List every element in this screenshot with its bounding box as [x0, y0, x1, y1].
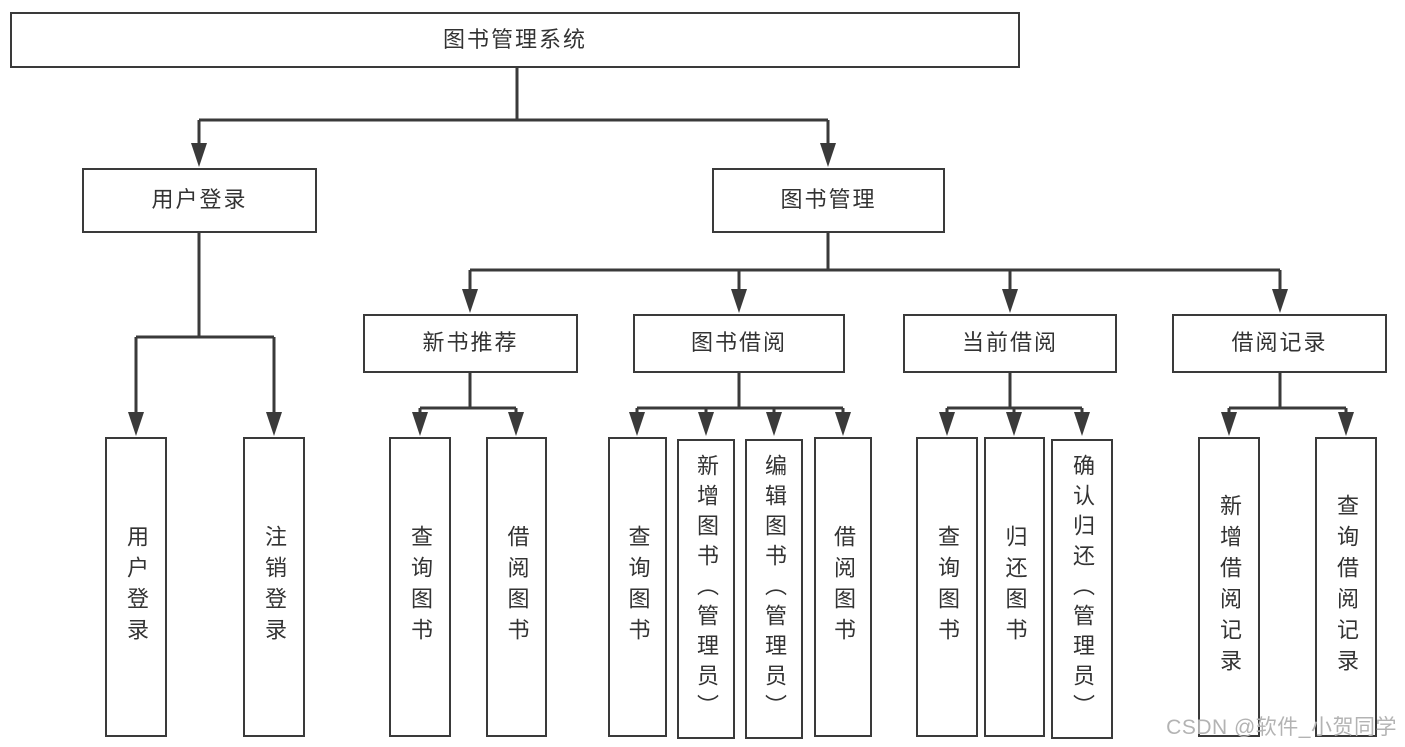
arrow-icon: [835, 412, 851, 436]
arrow-icon: [1221, 412, 1237, 436]
connector-bookmgmt-to-level3: [468, 233, 1282, 306]
node-new-book-recommend-label: 新书推荐: [422, 330, 519, 356]
node-root: 图书管理系统: [10, 12, 1020, 68]
watermark: CSDN @软件_小贺同学: [1166, 716, 1397, 739]
leaf-current-return: 归还图书: [984, 437, 1045, 737]
leaf-newbook-borrow-label: 借阅图书: [504, 525, 530, 649]
connector-bookborrow-to-leaves: [635, 373, 845, 428]
leaf-newbook-query: 查询图书: [389, 437, 451, 737]
connector-newbook-to-leaves: [418, 373, 518, 428]
arrow-icon: [820, 143, 836, 167]
leaf-record-query: 查询借阅记录: [1315, 437, 1377, 737]
leaf-current-confirm-admin: 确认归还（管理员）: [1051, 439, 1113, 739]
node-book-borrow-label: 图书借阅: [690, 330, 787, 356]
leaf-record-query-label: 查询借阅记录: [1334, 494, 1359, 680]
leaf-current-return-label: 归还图书: [1002, 525, 1028, 649]
leaf-newbook-borrow: 借阅图书: [486, 437, 547, 737]
arrow-icon: [266, 412, 282, 436]
arrow-icon: [1002, 289, 1018, 313]
leaf-borrow-query-label: 查询图书: [625, 525, 651, 649]
leaf-current-confirm-admin-label: 确认归还（管理员）: [1070, 454, 1095, 724]
arrow-icon: [128, 412, 144, 436]
arrow-icon: [412, 412, 428, 436]
node-borrow-record-label: 借阅记录: [1231, 330, 1328, 356]
arrow-icon: [939, 412, 955, 436]
node-current-borrow-label: 当前借阅: [961, 330, 1058, 356]
leaf-logout-label: 注销登录: [262, 525, 287, 649]
leaf-borrow-add-admin-label: 新增图书（管理员）: [694, 454, 719, 724]
node-user-login: 用户登录: [82, 168, 317, 233]
node-borrow-record: 借阅记录: [1172, 314, 1387, 373]
arrow-icon: [1006, 412, 1022, 436]
leaf-record-add-label: 新增借阅记录: [1217, 494, 1242, 680]
arrow-icon: [1338, 412, 1354, 436]
node-user-login-label: 用户登录: [151, 187, 248, 213]
leaf-borrow-edit-admin: 编辑图书（管理员）: [745, 439, 803, 739]
arrow-icon: [1074, 412, 1090, 436]
leaf-current-query: 查询图书: [916, 437, 978, 737]
arrow-icon: [629, 412, 645, 436]
leaf-borrow-borrow: 借阅图书: [814, 437, 872, 737]
leaf-user-login: 用户登录: [105, 437, 167, 737]
leaf-user-login-label: 用户登录: [124, 525, 149, 649]
node-root-label: 图书管理系统: [442, 26, 587, 52]
arrow-icon: [462, 289, 478, 313]
leaf-borrow-query: 查询图书: [608, 437, 667, 737]
leaf-record-add: 新增借阅记录: [1198, 437, 1260, 737]
node-new-book-recommend: 新书推荐: [363, 314, 578, 373]
node-current-borrow: 当前借阅: [903, 314, 1117, 373]
arrow-icon: [766, 412, 782, 436]
connector-borrowrecord-to-leaves: [1227, 373, 1348, 428]
leaf-borrow-borrow-label: 借阅图书: [831, 525, 856, 649]
arrow-icon: [191, 143, 207, 167]
leaf-logout: 注销登录: [243, 437, 305, 737]
arrow-icon: [731, 289, 747, 313]
arrow-icon: [698, 412, 714, 436]
arrow-icon: [1272, 289, 1288, 313]
node-book-management-label: 图书管理: [780, 187, 877, 213]
node-book-borrow: 图书借阅: [633, 314, 845, 373]
leaf-borrow-edit-admin-label: 编辑图书（管理员）: [762, 454, 787, 724]
connector-root-to-level2: [197, 68, 830, 160]
connector-userlogin-to-leaves: [134, 233, 276, 428]
leaf-borrow-add-admin: 新增图书（管理员）: [677, 439, 735, 739]
arrow-icon: [508, 412, 524, 436]
leaf-newbook-query-label: 查询图书: [408, 525, 433, 649]
node-book-management: 图书管理: [712, 168, 945, 233]
leaf-current-query-label: 查询图书: [935, 525, 960, 649]
